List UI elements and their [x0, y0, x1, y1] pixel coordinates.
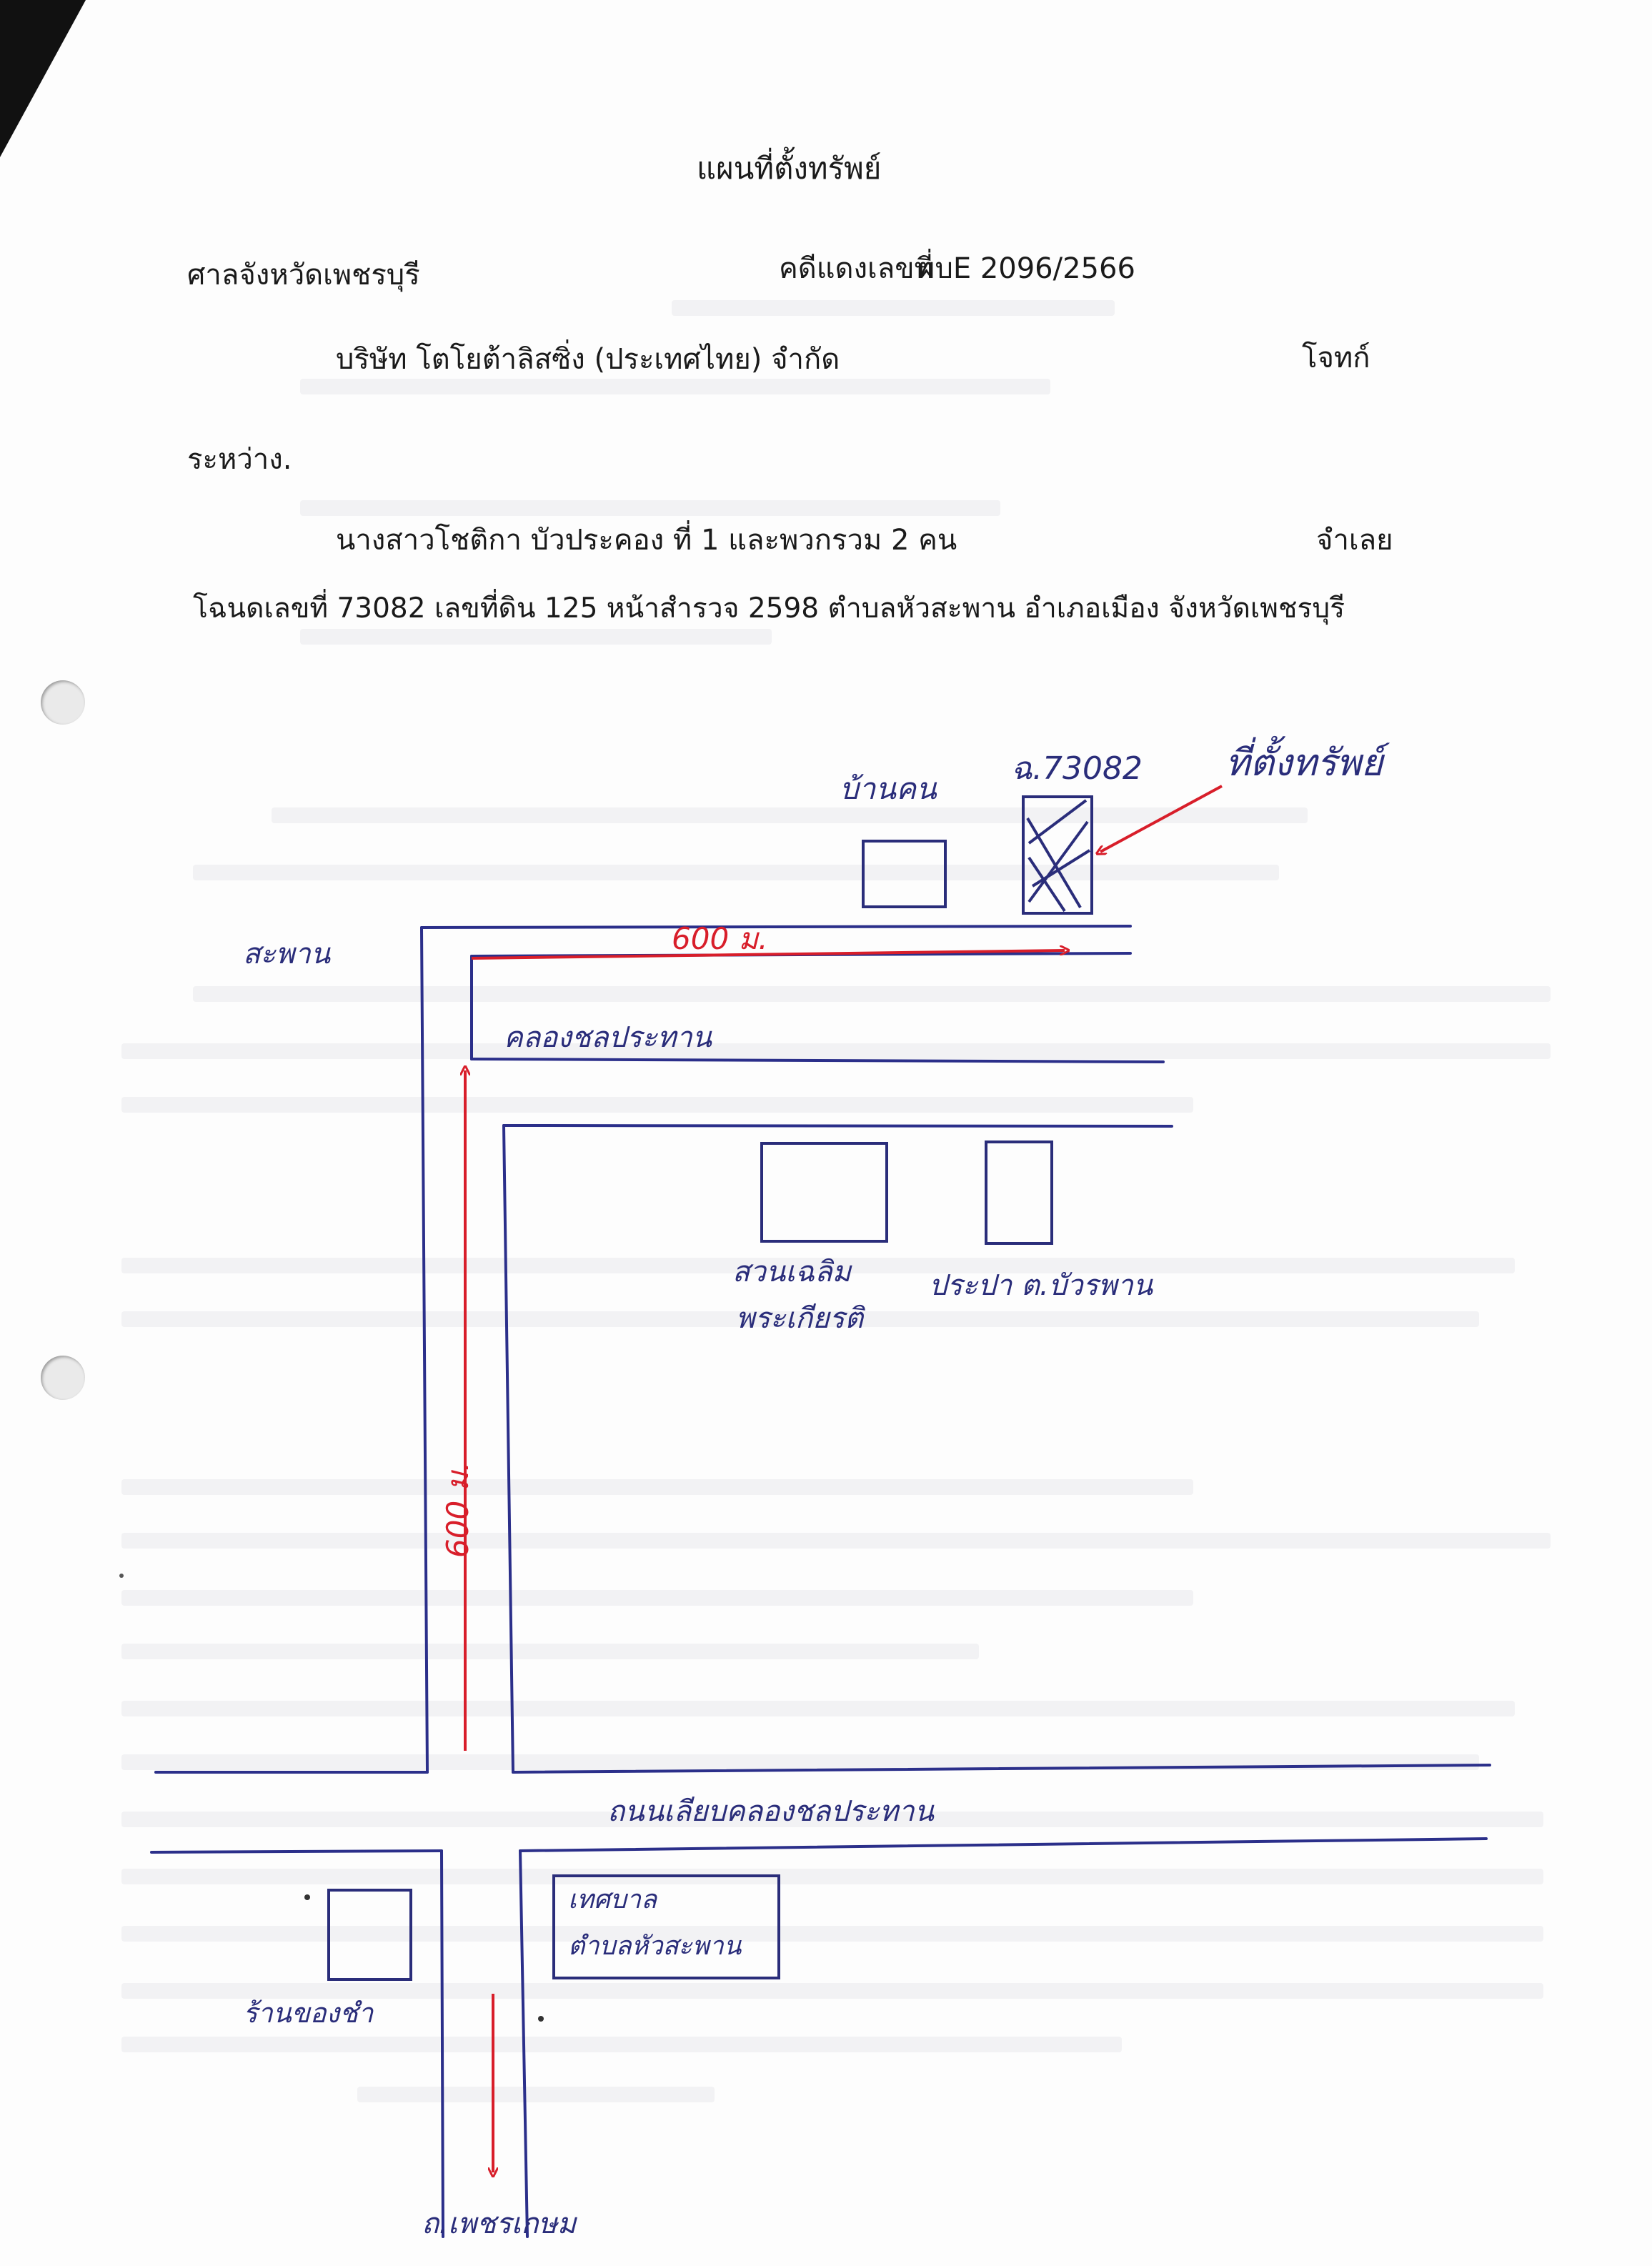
distance-arrow-horizontal [471, 950, 1065, 960]
bridge-label: สะพาน [243, 938, 332, 970]
main-road-lower-left [150, 1849, 443, 1854]
water-supply-building [985, 1141, 1053, 1245]
inner-block-top-edge [502, 1124, 1173, 1128]
canal-road-label: คลองชลประทาน [504, 1021, 713, 1054]
house-building [862, 840, 947, 908]
speck [119, 1574, 124, 1578]
speck [538, 2016, 544, 2022]
property-crosshatch [1026, 799, 1091, 913]
garden-building [760, 1142, 888, 1243]
punch-hole-top [41, 680, 85, 725]
house-label: บ้านคน [840, 771, 937, 806]
shop-building [327, 1889, 412, 1981]
property-plot [1022, 795, 1093, 915]
distance-vertical-label: 600 ม. [440, 1461, 475, 1558]
defendant-role: จำเลย [1316, 524, 1393, 557]
plaintiff-role: โจทก์ [1302, 342, 1370, 374]
shop-label: ร้านของชำ [243, 1997, 374, 2029]
case-number-label: คดีแดงเลขที่ [779, 252, 933, 285]
defendant-name: นางสาวโชติกา บัวประคอง ที่ 1 และพวกรวม 2… [336, 524, 957, 557]
bottom-road-label: ถ.เพชรเกษม [422, 2207, 578, 2240]
vertical-road-right-edge [502, 1124, 514, 1774]
property-pointer-arrow [1100, 785, 1223, 852]
canal-road-edge [470, 1058, 1165, 1063]
municipality-label-line1: เทศบาล [568, 1885, 658, 1914]
garden-label-line1: สวนเฉลิม [732, 1256, 853, 1288]
bottom-road-left-edge [440, 1849, 444, 2238]
punch-hole-bottom [41, 1356, 85, 1400]
main-road-upper-right [512, 1764, 1491, 1774]
bottom-road-right-edge [519, 1849, 529, 2238]
municipality-label-line2: ตำบลหัวสะพาน [568, 1932, 742, 1961]
garden-label-line2: พระเกียรติ [736, 1302, 865, 1335]
case-number: ผบE 2096/2566 [918, 252, 1135, 285]
main-road-label: ถนนเลียบคลองชลประทาน [607, 1795, 935, 1828]
court-name: ศาลจังหวัดเพชรบุรี [187, 259, 420, 292]
distance-top-label: 600 ม. [672, 921, 768, 956]
deed-label: ฉ.73082 [1011, 750, 1143, 787]
document-title: แผนที่ตั้งทรัพย์ [697, 151, 882, 186]
main-road-lower-right [519, 1837, 1488, 1852]
between-label: ระหว่าง. [187, 443, 292, 476]
municipality-building [552, 1874, 780, 1979]
top-road-edge-upper [420, 925, 1132, 929]
water-supply-label: ประปา ต.บัวรพาน [929, 1269, 1154, 1302]
property-location-label: ที่ตั้งทรัพย์ [1225, 735, 1390, 785]
plaintiff-name: บริษัท โตโยต้าลิสซิ่ง (ประเทศไทย) จำกัด [336, 343, 840, 376]
folded-corner [0, 0, 86, 157]
title-deed-line: โฉนดเลขที่ 73082 เลขที่ดิน 125 หน้าสำรวจ… [193, 592, 1345, 625]
speck [304, 1894, 310, 1900]
vertical-road-left-edge [420, 926, 429, 1774]
